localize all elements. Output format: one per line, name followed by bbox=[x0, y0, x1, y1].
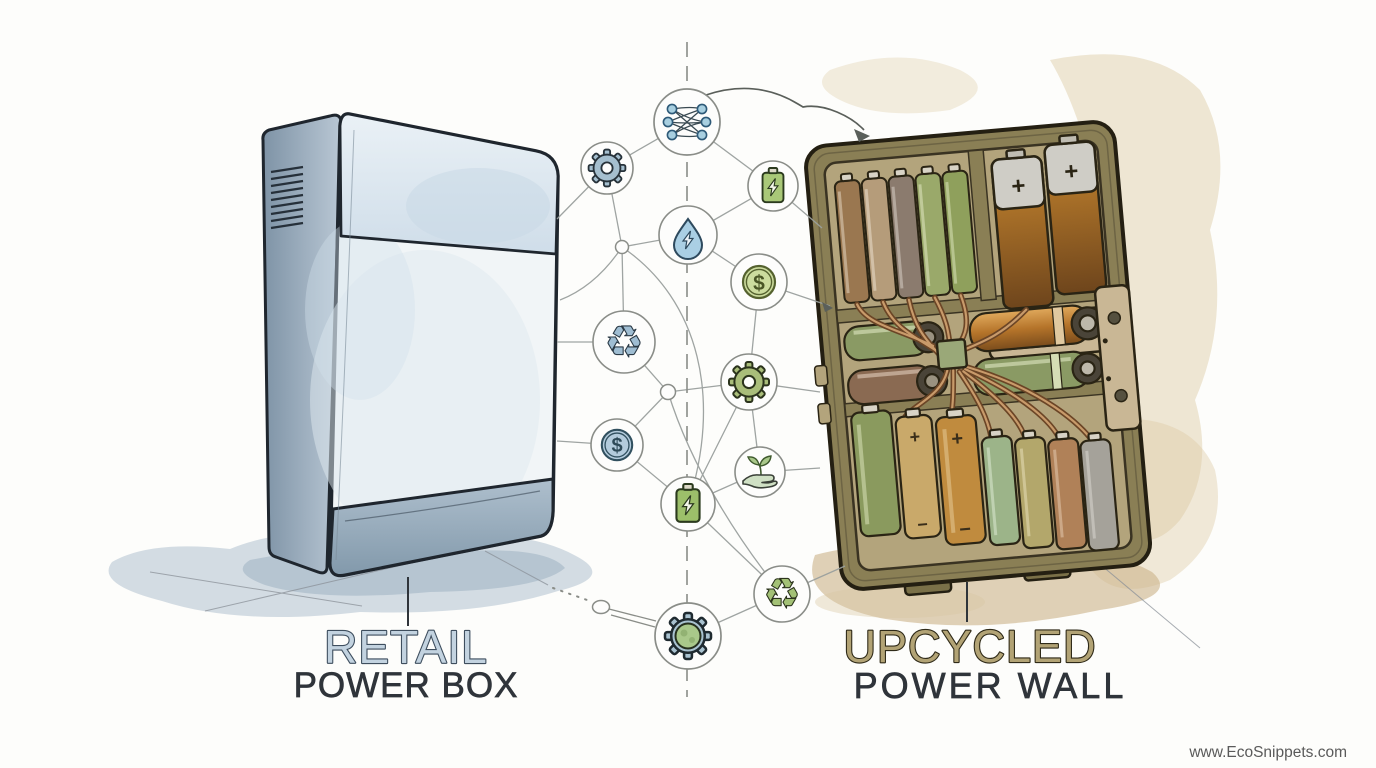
eco-hand-icon bbox=[742, 455, 778, 489]
battery-cell bbox=[941, 163, 978, 295]
icon-gear-green bbox=[720, 353, 778, 411]
plus-terminal: + bbox=[1010, 172, 1026, 200]
right-subtitle: POWER WALL bbox=[854, 665, 1127, 706]
curved-arrow bbox=[705, 87, 870, 142]
box-top-wash bbox=[406, 168, 550, 244]
battery-cell bbox=[850, 402, 902, 538]
box-vent bbox=[270, 165, 304, 230]
mounting-bracket bbox=[1093, 283, 1142, 432]
web-node bbox=[614, 239, 630, 255]
box-base bbox=[328, 477, 555, 577]
battery-bay-top-right: + + bbox=[990, 133, 1108, 311]
icon-water-energy bbox=[658, 205, 718, 265]
battery-bay-bottom: + − + − bbox=[850, 402, 1120, 552]
web-node bbox=[659, 383, 677, 401]
case-clip bbox=[817, 402, 832, 425]
icon-recycle-green: ♻ bbox=[753, 565, 811, 623]
right-title: UPCYCLED bbox=[843, 621, 1096, 672]
label-pointers bbox=[407, 577, 968, 626]
battery-cell bbox=[1079, 431, 1120, 552]
dollar-glyph: $ bbox=[753, 272, 765, 295]
minus-terminal: − bbox=[958, 518, 972, 541]
icon-recycle-blue: ♻ bbox=[592, 310, 656, 374]
icon-ring bbox=[734, 446, 786, 498]
left-title: RETAIL bbox=[324, 621, 488, 673]
globe-landmass bbox=[680, 629, 688, 637]
battery-cell bbox=[914, 165, 952, 297]
watermark: www.EcoSnippets.com bbox=[1188, 744, 1347, 761]
gear-icon bbox=[587, 148, 627, 188]
web-node bbox=[591, 599, 611, 615]
retail-power-box bbox=[261, 112, 560, 578]
battery-icon bbox=[675, 482, 701, 523]
icon-gear-globe bbox=[654, 602, 722, 670]
box-front-wash bbox=[310, 250, 540, 550]
globe-center bbox=[674, 622, 702, 650]
battery-cell: + − bbox=[894, 407, 943, 540]
box-crease bbox=[335, 129, 355, 561]
recycle-icon: ♻ bbox=[763, 569, 801, 618]
battery-cell bbox=[1047, 430, 1088, 551]
plus-terminal: + bbox=[950, 428, 964, 451]
tan-wash-right-top bbox=[1050, 54, 1221, 541]
left-subtitle: POWER BOX bbox=[294, 666, 519, 705]
junction-chip bbox=[935, 338, 969, 371]
floor-lines bbox=[149, 550, 1201, 649]
icon-battery-top bbox=[747, 160, 799, 212]
case-clip bbox=[813, 364, 829, 387]
wall-divider bbox=[967, 148, 998, 302]
icon-eco-hand bbox=[734, 446, 786, 498]
icon-gear-blue bbox=[580, 141, 634, 195]
network-icon bbox=[662, 103, 712, 141]
box-base-inner-line bbox=[344, 490, 541, 522]
plus-terminal: + bbox=[909, 426, 921, 447]
box-front-wash2 bbox=[305, 220, 415, 400]
icon-dollar-blue: $ bbox=[590, 418, 644, 472]
recycle-icon: ♻ bbox=[604, 317, 643, 368]
plus-terminal: + bbox=[1063, 158, 1079, 186]
minus-terminal: − bbox=[916, 514, 928, 535]
tan-wash-top-left-of-wall bbox=[822, 57, 978, 114]
battery-cell bbox=[887, 167, 925, 300]
battery-cell bbox=[980, 428, 1022, 547]
battery-cell bbox=[1013, 429, 1055, 550]
icon-dollar-green: $ bbox=[730, 253, 788, 311]
small-arrowhead bbox=[822, 302, 833, 312]
icon-ring bbox=[592, 310, 656, 374]
battery-bay-top-left bbox=[833, 163, 978, 304]
icon-ring bbox=[753, 565, 811, 623]
globe-landmass bbox=[689, 637, 695, 643]
gear-icon bbox=[728, 361, 770, 403]
battery-icon bbox=[761, 167, 785, 204]
upcycled-power-wall: + + bbox=[804, 120, 1153, 597]
battery-cell: + − bbox=[934, 407, 987, 546]
water-energy-icon bbox=[672, 217, 704, 260]
battery-cell-large: + bbox=[990, 148, 1055, 311]
dollar-glyph: $ bbox=[611, 435, 622, 457]
icon-battery-mid bbox=[660, 476, 716, 532]
connector-web bbox=[556, 121, 846, 637]
icon-network bbox=[653, 88, 721, 156]
battery-cell-horizontal bbox=[972, 350, 1104, 397]
sketch-connectors bbox=[552, 587, 657, 628]
arrowhead bbox=[854, 129, 870, 142]
tan-wash-under-label bbox=[815, 586, 985, 618]
battery-cell-large: + bbox=[1043, 133, 1108, 296]
